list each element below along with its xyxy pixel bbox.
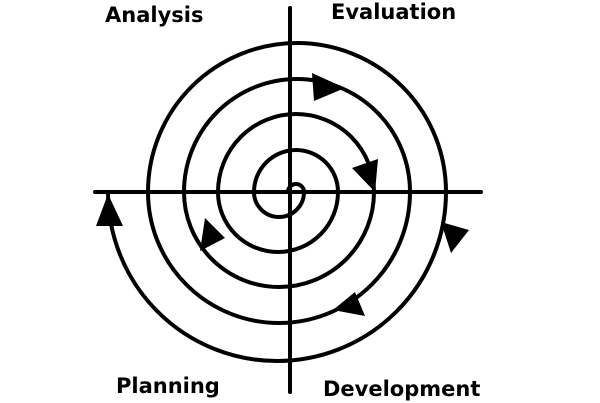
quadrant-label-development: Development <box>323 377 481 401</box>
arrowhead-planning <box>96 194 123 226</box>
arrowhead-inner-left <box>200 218 225 251</box>
quadrant-label-evaluation: Evaluation <box>331 0 457 24</box>
arrowhead-development <box>333 292 365 316</box>
arrowhead-right <box>441 222 469 253</box>
arrowhead-evaluation <box>312 73 345 101</box>
quadrant-label-planning: Planning <box>116 374 220 398</box>
quadrant-label-analysis: Analysis <box>105 3 204 27</box>
spiral-path <box>106 41 449 363</box>
arrowhead-inner-right <box>352 159 378 192</box>
